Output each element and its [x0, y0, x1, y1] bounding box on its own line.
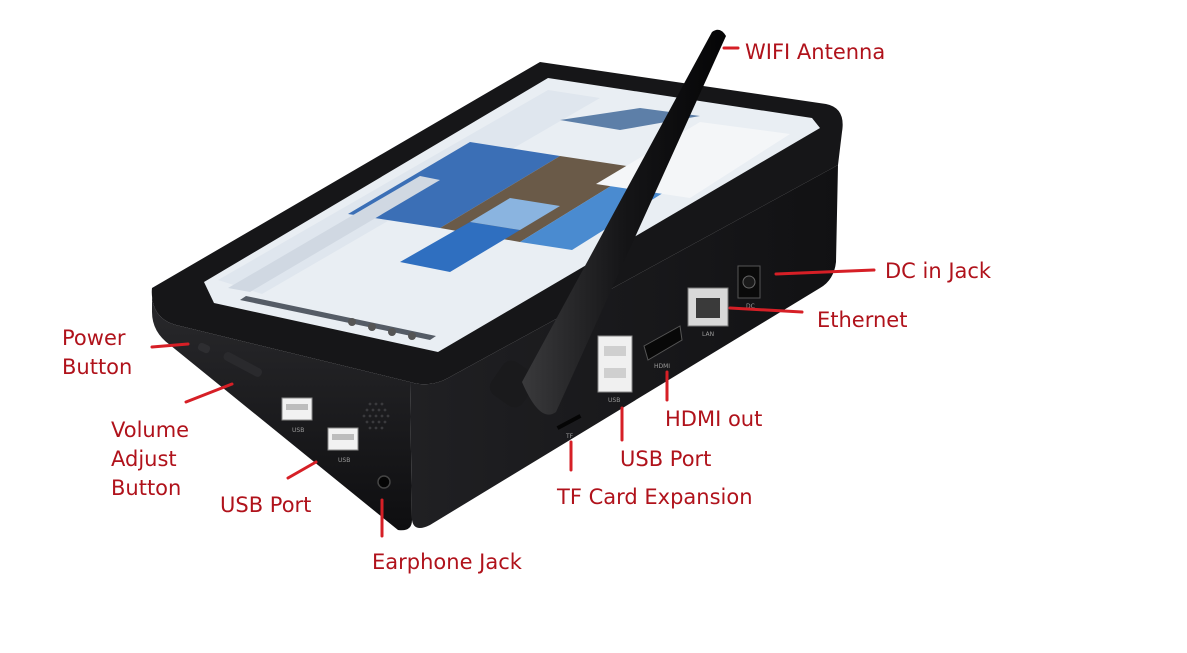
callout-power-button: Power Button [62, 326, 133, 379]
usb-side-2-label: USB [338, 457, 350, 464]
callout-earphone-jack: Earphone Jack [372, 550, 522, 574]
screen-content [218, 90, 790, 340]
tf-label: TF [565, 433, 574, 440]
callout-dc-in-jack: DC in Jack [885, 259, 992, 283]
usb-port-rear: USB [597, 335, 633, 404]
volume-rocker [223, 352, 263, 377]
lan-label: LAN [702, 331, 714, 338]
usb-side-1-label: USB [292, 427, 304, 434]
mini-pc-device: USB USB TF USB HDMI [151, 29, 843, 531]
leader-volume-adjust [184, 382, 234, 404]
callout-usb-port-rear: USB Port [620, 447, 712, 471]
callout-tf-card-expansion: TF Card Expansion [557, 485, 753, 509]
leader-ethernet [728, 306, 804, 314]
leader-usb-port-side [286, 460, 318, 480]
callout-ethernet: Ethernet [817, 308, 908, 332]
callout-wifi-antenna: WIFI Antenna [745, 40, 886, 64]
callout-volume-adjust-button: Volume Adjust Button [111, 418, 190, 500]
usb-port-side-2: USB [327, 427, 359, 464]
dc-label: DC [746, 303, 755, 310]
leader-dc-in-jack [774, 268, 876, 276]
ethernet-port: LAN [687, 287, 729, 338]
callout-usb-port-side: USB Port [220, 493, 312, 517]
leader-power-button [150, 342, 190, 349]
earphone-jack-hole [377, 475, 391, 489]
power-button-knob [197, 342, 211, 354]
hdmi-label: HDMI [654, 363, 670, 370]
hdmi-port: HDMI [643, 325, 683, 370]
callout-hdmi-out: HDMI out [665, 407, 763, 431]
usb-port-side-1: USB [281, 397, 313, 434]
wifi-antenna-rod [489, 29, 726, 415]
usb-rear-label: USB [608, 397, 620, 404]
dc-jack: DC [737, 265, 761, 310]
tf-card-slot: TF [556, 414, 582, 440]
callout-leaders [150, 46, 876, 538]
speaker-grille [362, 402, 390, 430]
